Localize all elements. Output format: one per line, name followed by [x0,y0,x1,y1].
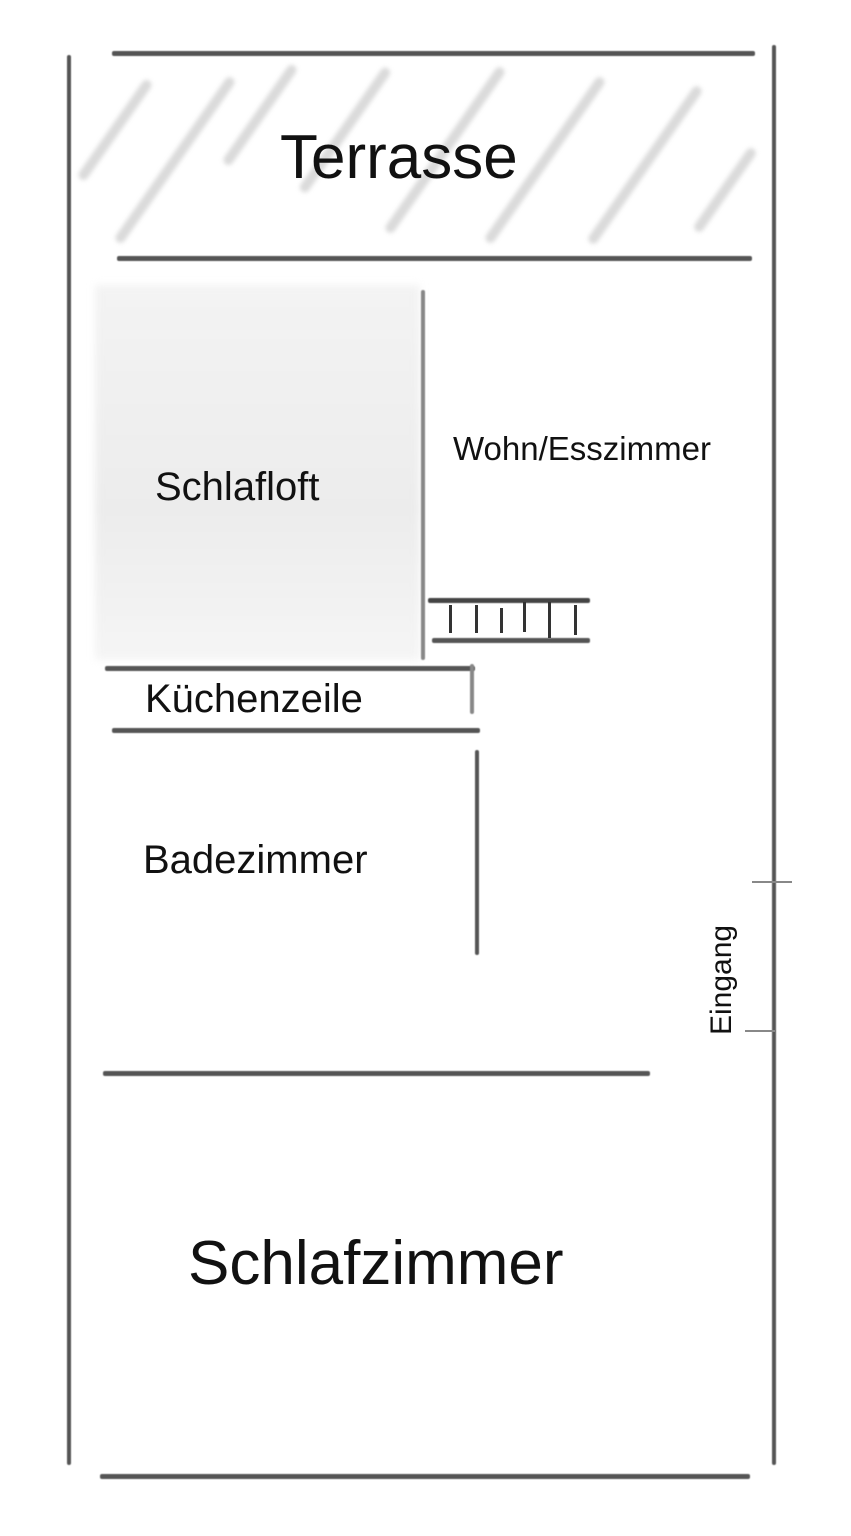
room-label-wohn-esszimmer: Wohn/Esszimmer [453,430,711,467]
terrace-wall-top [112,51,755,56]
room-label-kuechenzeile: Küchenzeile [145,677,363,721]
outer-wall-bottom [100,1474,750,1479]
schlafloft-shade [95,285,420,660]
room-label-eingang: Eingang [705,924,738,1035]
outer-wall-left [67,55,71,1465]
kitchen-wall-bottom [112,728,480,733]
entrance-mark-bottom [745,1030,775,1032]
terrace-wall-bottom [117,256,752,261]
bathroom-wall-right [475,750,479,955]
entrance-mark-top [752,881,792,883]
kitchen-wall-top [105,666,475,671]
outer-wall-right [772,45,776,1465]
room-label-terrasse: Terrasse [280,123,518,192]
bedroom-wall-top [103,1071,650,1076]
kitchen-wall-right [470,664,474,714]
loft-wall [421,290,425,660]
room-label-schlafloft: Schlafloft [155,465,320,509]
room-label-badezimmer: Badezimmer [143,838,368,882]
room-label-schlafzimmer: Schlafzimmer [188,1229,564,1298]
